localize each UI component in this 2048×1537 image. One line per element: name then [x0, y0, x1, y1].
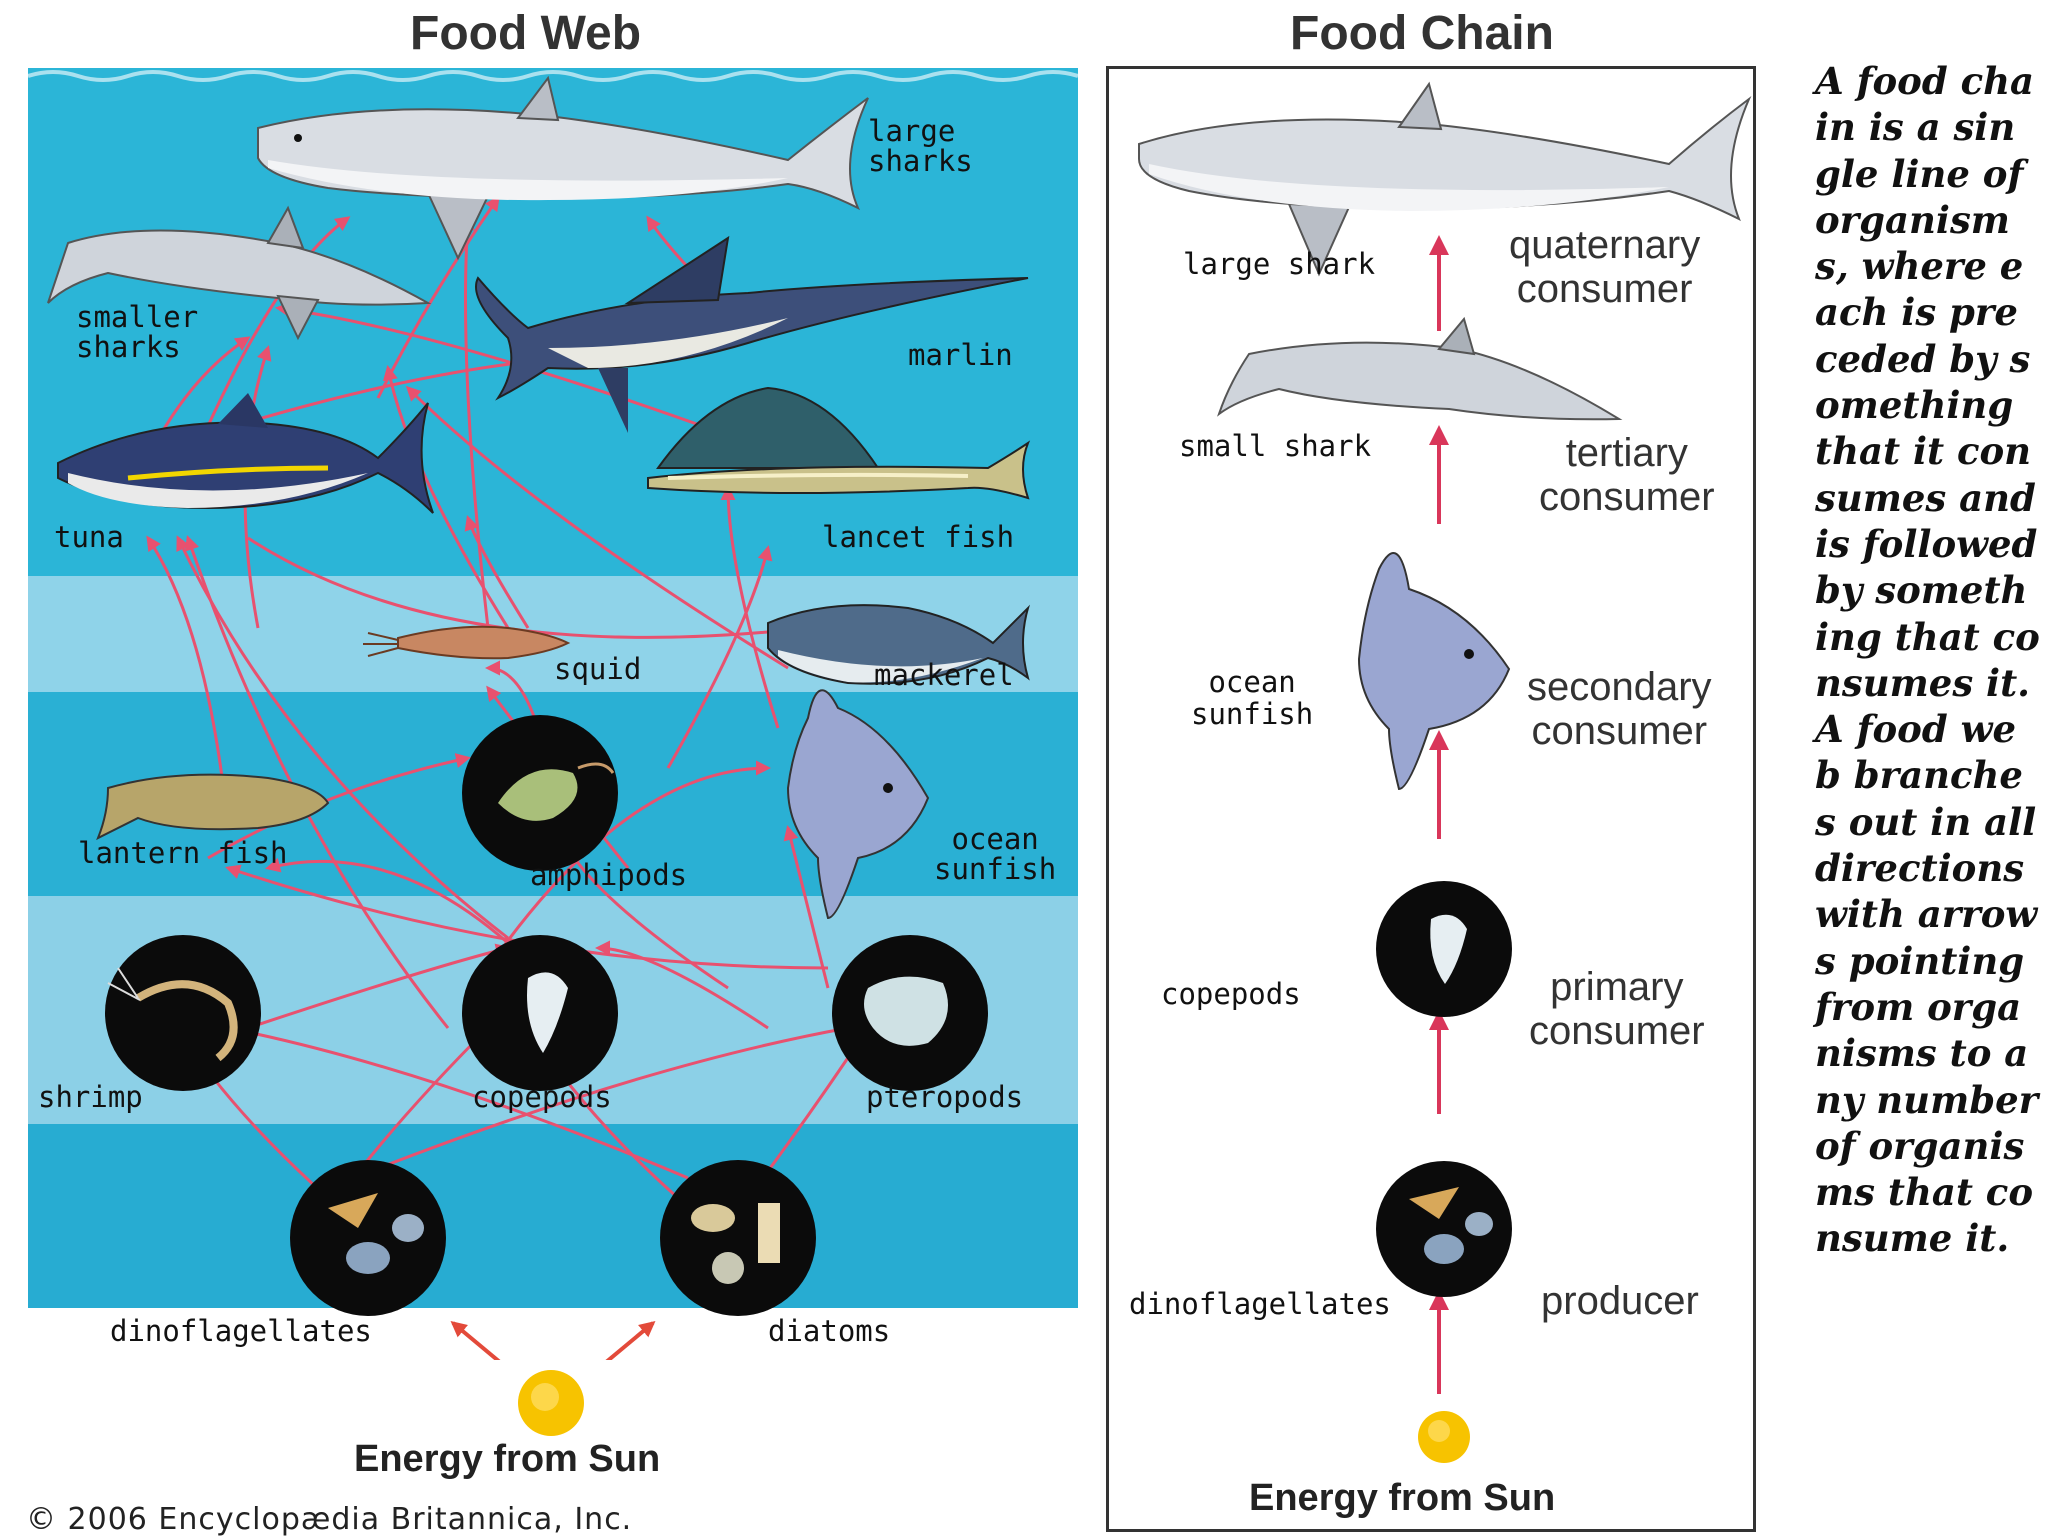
chain-label-copepods: copepods [1161, 977, 1301, 1011]
web-label-lancet-fish: lancet fish [822, 520, 1015, 554]
chain-small-shark-figure [1217, 316, 1623, 421]
lantern-fish-figure [96, 773, 330, 841]
chain-energy-label: Energy from Sun [1249, 1477, 1556, 1519]
large-shark-figure [257, 75, 869, 261]
web-label-diatoms: diatoms [768, 1314, 891, 1348]
web-label-copepods: copepods [472, 1080, 612, 1114]
pteropods-figure [832, 935, 988, 1091]
chain-level-primary: primary consumer [1529, 965, 1705, 1053]
chain-large-shark-figure [1138, 81, 1752, 277]
chain-level-secondary: secondary consumer [1527, 665, 1712, 753]
chain-copepods-figure [1376, 881, 1512, 1017]
diatoms-figure [660, 1160, 816, 1316]
chain-level-producer: producer [1541, 1279, 1699, 1323]
amphipods-figure [462, 715, 618, 871]
web-label-dinoflagellates: dinoflagellates [110, 1314, 372, 1348]
chain-sun-icon [1418, 1411, 1470, 1463]
marlin-figure [475, 235, 1029, 433]
web-energy-label: Energy from Sun [354, 1438, 661, 1480]
food-chain-panel: large shark small shark ocean sunfish co… [1106, 66, 1756, 1532]
shrimp-figure [105, 935, 261, 1091]
web-label-tuna: tuna [54, 520, 124, 554]
sun-arrow-left [450, 1320, 501, 1360]
water-surface-wave [28, 70, 1078, 82]
mackerel-figure [767, 604, 1031, 685]
ocean-sunfish-figure [786, 689, 930, 920]
chain-dinoflagellates-figure [1376, 1161, 1512, 1297]
copyright-notice: © 2006 Encyclopædia Britannica, Inc. [26, 1502, 633, 1537]
food-chain-title: Food Chain [1290, 7, 1554, 60]
dinoflagellates-figure [290, 1160, 446, 1316]
food-chain-description: A food chain is a single line of organis… [1815, 59, 2040, 1261]
chain-ocean-sunfish-figure [1357, 552, 1511, 791]
tuna-figure [57, 393, 434, 514]
web-label-smaller-sharks: smaller sharks [76, 300, 199, 365]
squid-figure [363, 625, 571, 660]
chain-label-dinoflagellates: dinoflagellates [1129, 1287, 1391, 1321]
chain-label-ocean-sunfish: ocean sunfish [1191, 665, 1314, 731]
web-label-large-sharks: large sharks [868, 114, 973, 179]
feeding-arrows [146, 195, 870, 1200]
water-band-producer [28, 1124, 1078, 1308]
lancet-fish-figure [647, 386, 1031, 500]
web-label-squid: squid [554, 652, 642, 686]
web-label-marlin: marlin [908, 338, 1013, 372]
web-label-amphipods: amphipods [530, 858, 688, 892]
web-label-pteropods: pteropods [866, 1080, 1024, 1114]
food-chain-diagram [1138, 81, 1752, 1463]
chain-level-tertiary: tertiary consumer [1539, 431, 1715, 519]
chain-level-quaternary: quaternary consumer [1509, 223, 1701, 311]
chain-label-large-shark: large shark [1183, 247, 1376, 281]
web-label-mackerel: mackerel [874, 658, 1014, 692]
food-web-title: Food Web [410, 7, 642, 60]
web-label-lantern-fish: lantern fish [78, 836, 288, 870]
web-label-shrimp: shrimp [38, 1080, 143, 1114]
copepods-figure [462, 935, 618, 1091]
chain-label-small-shark: small shark [1179, 429, 1372, 463]
food-web-diagram [28, 68, 1078, 1360]
sun-arrow-right [605, 1320, 656, 1360]
web-label-ocean-sunfish: ocean sunfish [934, 822, 1057, 887]
smaller-shark-figure [47, 205, 432, 341]
web-sun-icon [518, 1370, 584, 1436]
